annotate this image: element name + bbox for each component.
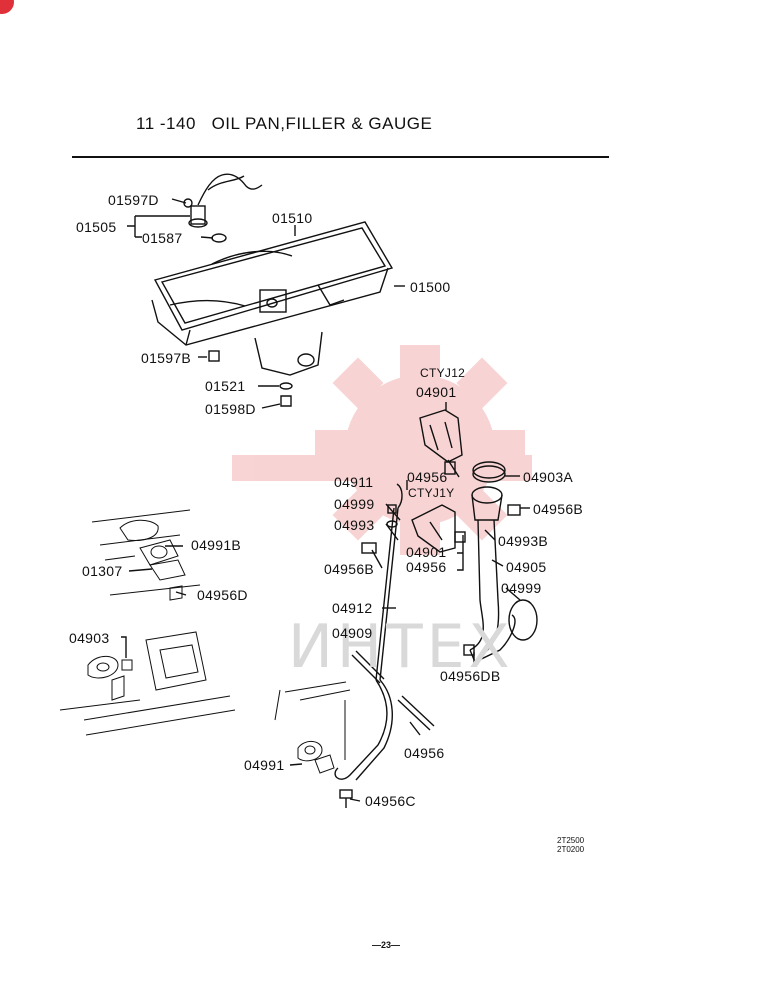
part-label-ctyj1y: CTYJ1Y bbox=[408, 486, 455, 500]
oil-filler-drawing bbox=[463, 461, 538, 663]
dipstick-drawing bbox=[334, 483, 435, 781]
part-label-04903: 04903 bbox=[69, 630, 110, 646]
drain-plug-drawing bbox=[208, 350, 293, 407]
part-label-04911: 04911 bbox=[334, 474, 374, 490]
watermark-text: ИНТЕХ bbox=[288, 612, 514, 682]
title-divider bbox=[72, 156, 609, 158]
part-label-01505: 01505 bbox=[76, 219, 117, 235]
part-label-04956b-right: 04956B bbox=[533, 501, 584, 517]
part-label-04903a: 04903A bbox=[523, 469, 574, 485]
part-label-04901-top: 04901 bbox=[416, 384, 457, 400]
part-label-01597b: 01597B bbox=[141, 350, 192, 366]
part-label-04905: 04905 bbox=[506, 559, 547, 575]
catalog-code-line1: 2T2500 bbox=[557, 836, 585, 845]
oil-pan-drawing bbox=[151, 221, 394, 376]
part-label-04956b-left: 04956B bbox=[324, 561, 375, 577]
part-label-01598d: 01598D bbox=[205, 401, 256, 417]
part-label-04956-mid: 04956 bbox=[406, 559, 447, 575]
part-label-01597d: 01597D bbox=[108, 192, 159, 208]
part-label-04912: 04912 bbox=[332, 600, 373, 616]
watermark-gear-icon bbox=[232, 345, 532, 555]
part-label-01587: 01587 bbox=[142, 230, 183, 246]
part-label-04991: 04991 bbox=[244, 757, 285, 773]
part-label-04909: 04909 bbox=[332, 625, 373, 641]
part-label-01521: 01521 bbox=[205, 378, 246, 394]
part-label-04999-right: 04999 bbox=[501, 580, 542, 596]
part-label-01307: 01307 bbox=[82, 563, 123, 579]
part-label-04901-mid: 04901 bbox=[406, 544, 447, 560]
catalog-code-line2: 2T0200 bbox=[557, 845, 585, 854]
part-label-04993: 04993 bbox=[334, 517, 375, 533]
engine-block-sketch-mid bbox=[59, 631, 236, 736]
part-label-01500: 01500 bbox=[410, 279, 451, 295]
part-label-ctyj12: CTYJ12 bbox=[420, 366, 466, 380]
part-label-04993b: 04993B bbox=[498, 533, 549, 549]
engine-block-sketch-top bbox=[91, 509, 201, 601]
part-label-04956d: 04956D bbox=[197, 587, 248, 603]
part-label-04956db: 04956DB bbox=[440, 668, 501, 684]
part-label-04956-bottom: 04956 bbox=[404, 745, 445, 761]
part-label-04991b: 04991B bbox=[191, 537, 242, 553]
sender-unit-drawing bbox=[183, 173, 263, 243]
filler-bracket-drawing bbox=[361, 409, 466, 554]
catalog-code: 2T2500 2T0200 bbox=[557, 836, 584, 854]
part-label-01510: 01510 bbox=[272, 210, 313, 226]
part-label-04956c: 04956C bbox=[365, 793, 416, 809]
page-number: —23— bbox=[372, 940, 401, 950]
part-label-04999-left: 04999 bbox=[334, 496, 375, 512]
bolt-drawings bbox=[339, 789, 353, 808]
page-title: 11 -140 OIL PAN,FILLER & GAUGE bbox=[136, 114, 433, 133]
lower-bracket-sketch bbox=[274, 681, 351, 774]
part-label-04956-top: 04956 bbox=[407, 469, 448, 485]
